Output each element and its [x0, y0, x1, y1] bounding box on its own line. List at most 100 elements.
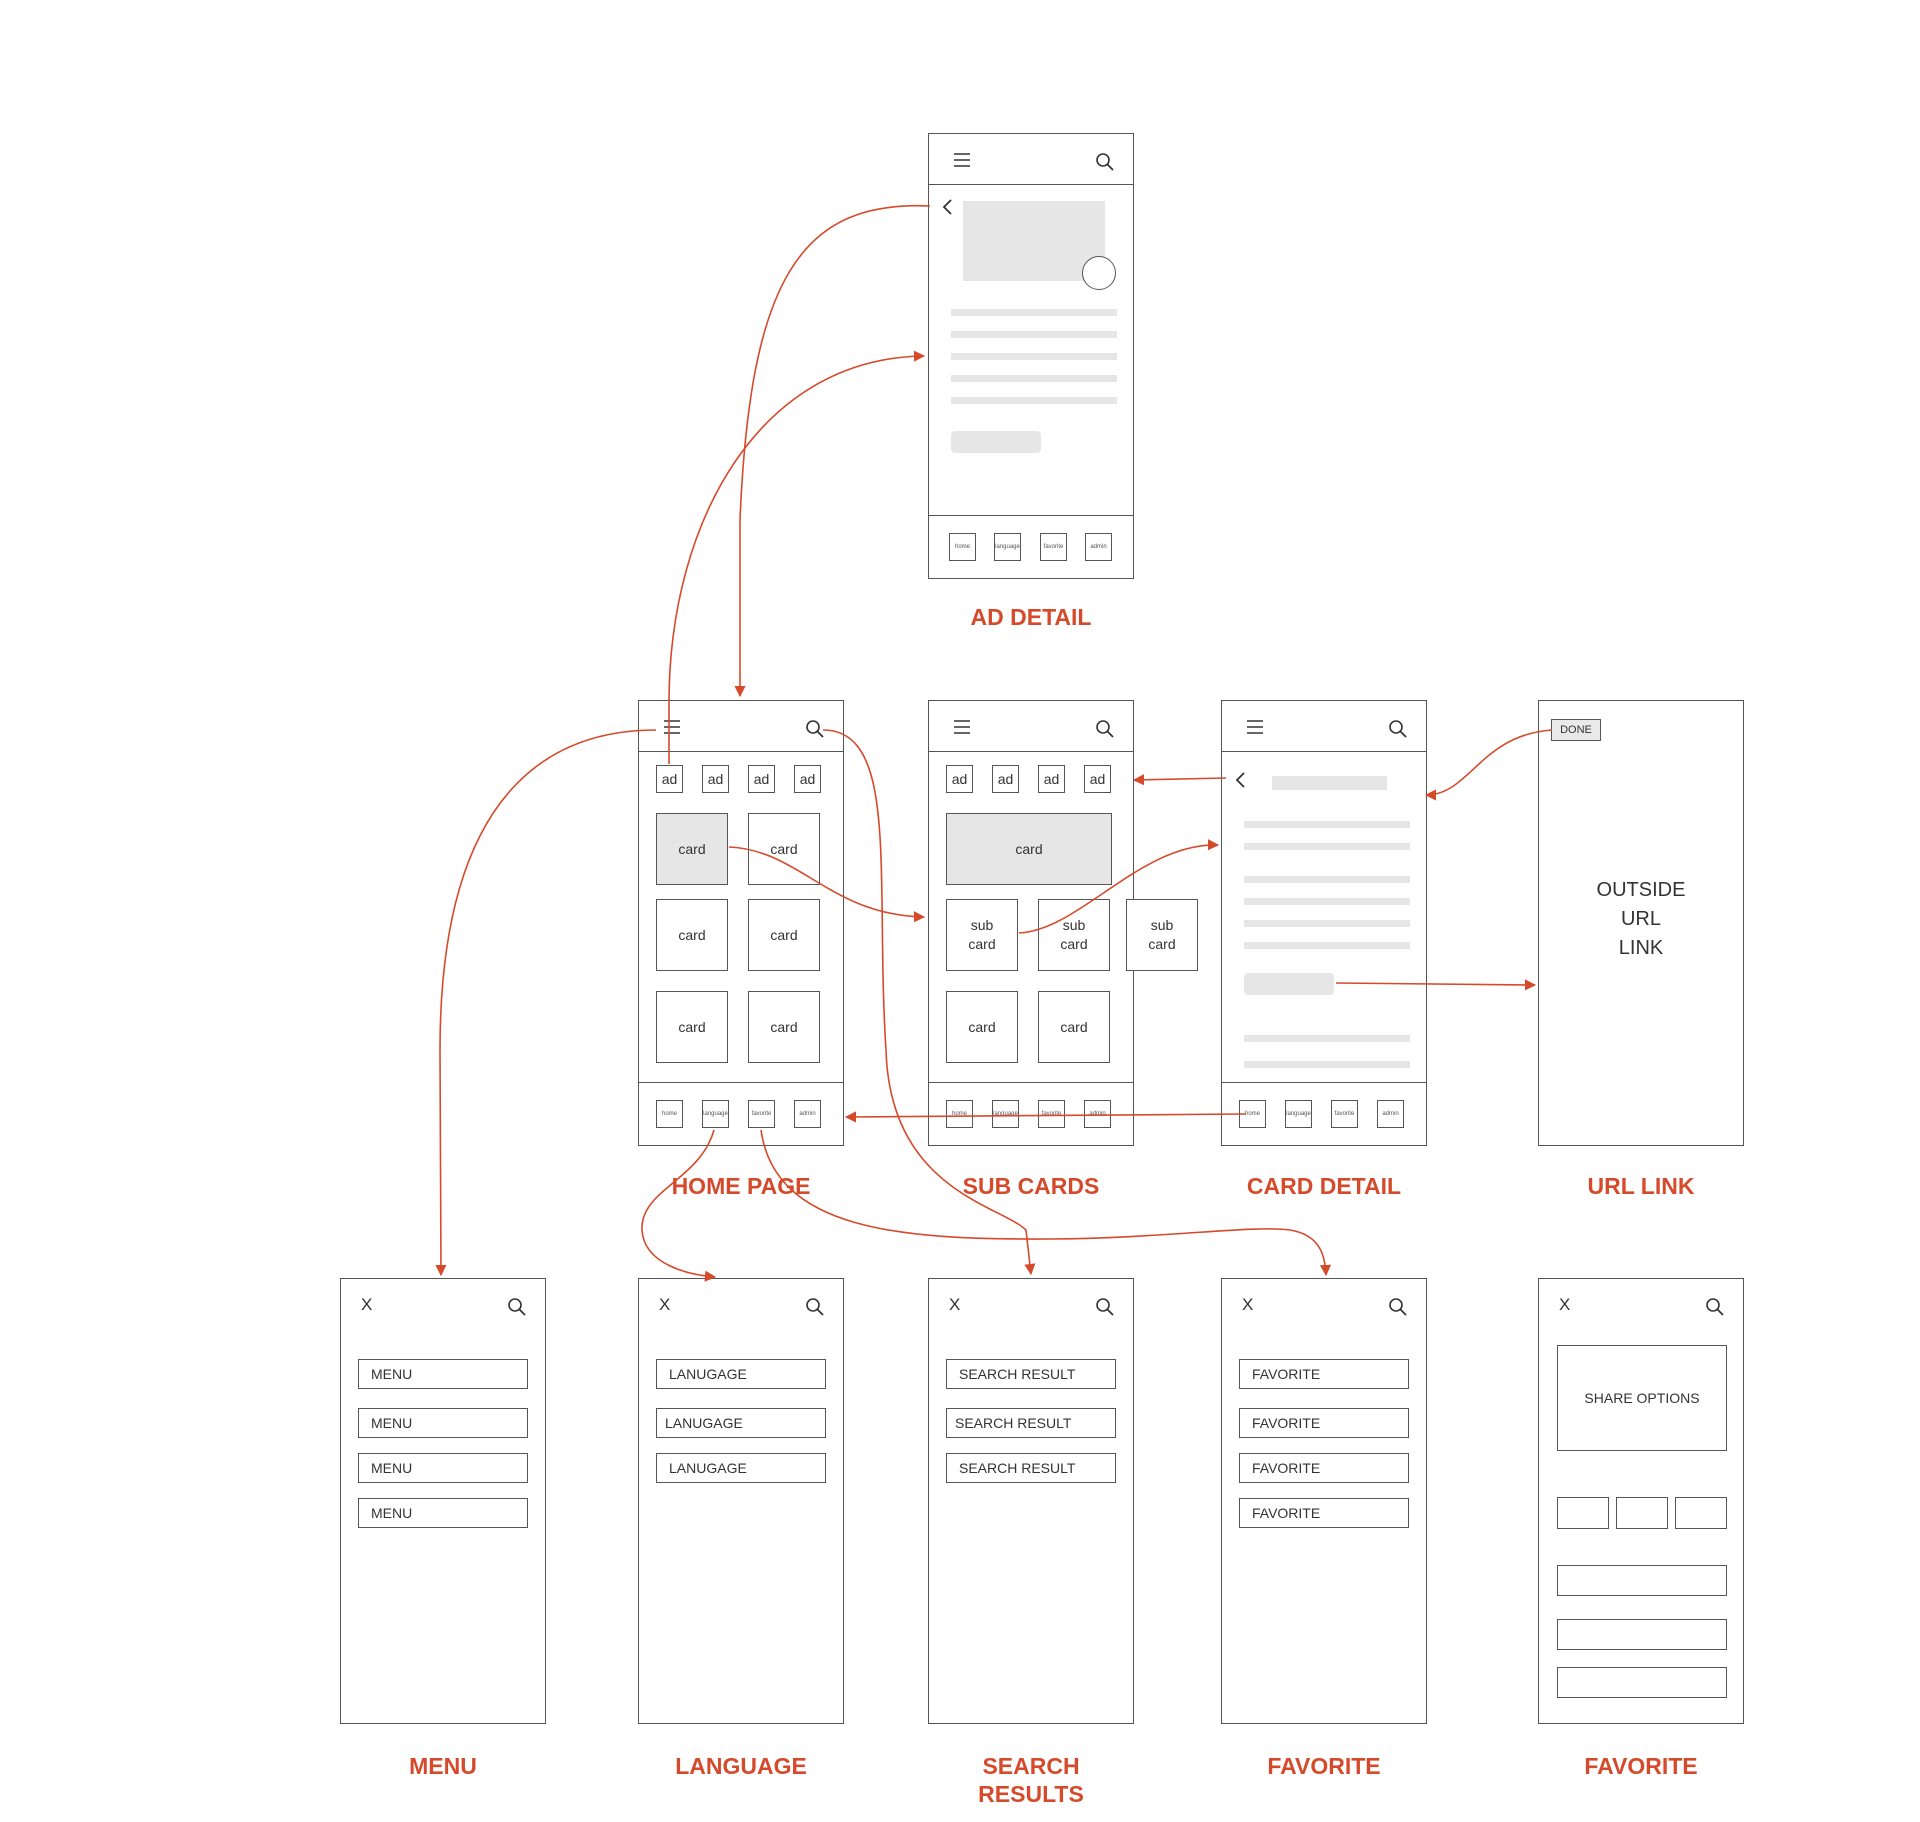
ad-detail-screen: home language favorite admin [928, 133, 1134, 579]
menu-item[interactable]: MENU [358, 1359, 528, 1389]
bottom-nav: home language favorite admin [639, 1082, 843, 1145]
share-options-panel[interactable]: SHARE OPTIONS [1557, 1345, 1727, 1451]
text-line [1244, 920, 1410, 927]
ad-button[interactable]: ad [1084, 765, 1111, 793]
sub-card[interactable]: sub card [1038, 899, 1110, 971]
close-icon[interactable]: X [361, 1295, 373, 1314]
nav-language-button[interactable]: language [1285, 1100, 1312, 1128]
close-icon[interactable]: X [949, 1295, 961, 1314]
text-line [951, 309, 1117, 316]
ad-button[interactable]: ad [992, 765, 1019, 793]
card[interactable]: card [656, 813, 728, 885]
nav-admin-button[interactable]: admin [794, 1100, 821, 1128]
nav-favorite-button[interactable]: favorite [1038, 1100, 1065, 1128]
label-url-link: URL LINK [1587, 1173, 1695, 1199]
share-field[interactable] [1557, 1565, 1727, 1596]
search-results-screen: X SEARCH RESULT SEARCH RESULT SEARCH RES… [928, 1278, 1134, 1724]
text-line [1244, 1061, 1410, 1068]
search-result-item[interactable]: SEARCH RESULT [946, 1359, 1116, 1389]
arrow-card-detail-back-to-sub-cards [1132, 774, 1227, 786]
search-icon[interactable] [507, 1297, 527, 1317]
share-option-button[interactable] [1557, 1497, 1609, 1529]
search-icon[interactable] [1705, 1297, 1725, 1317]
close-icon[interactable]: X [1559, 1295, 1571, 1314]
search-icon[interactable] [1388, 719, 1408, 739]
search-icon[interactable] [1095, 719, 1115, 739]
nav-admin-button[interactable]: admin [1084, 1100, 1111, 1128]
nav-home-button[interactable]: home [946, 1100, 973, 1128]
done-button[interactable]: DONE [1551, 719, 1601, 741]
card[interactable]: card [748, 991, 820, 1063]
nav-admin-button[interactable]: admin [1085, 533, 1112, 561]
card[interactable]: card [748, 813, 820, 885]
search-result-item[interactable]: SEARCH RESULT [946, 1453, 1116, 1483]
nav-language-button[interactable]: language [992, 1100, 1019, 1128]
link-button-placeholder[interactable] [1244, 973, 1334, 995]
hamburger-icon[interactable] [1244, 719, 1266, 735]
search-result-item[interactable]: SEARCH RESULT [946, 1408, 1116, 1438]
search-icon[interactable] [1095, 152, 1115, 172]
label-language: LANGUAGE [675, 1753, 807, 1779]
card[interactable]: card [946, 813, 1112, 885]
back-chevron-icon[interactable] [1234, 771, 1248, 789]
nav-favorite-button[interactable]: favorite [1331, 1100, 1358, 1128]
menu-item[interactable]: MENU [358, 1453, 528, 1483]
ad-button[interactable]: ad [748, 765, 775, 793]
card[interactable]: card [656, 991, 728, 1063]
language-item[interactable]: LANUGAGE [656, 1408, 826, 1438]
cta-button-placeholder[interactable] [951, 431, 1041, 453]
card[interactable]: card [656, 899, 728, 971]
hamburger-icon[interactable] [951, 719, 973, 735]
share-option-button[interactable] [1616, 1497, 1668, 1529]
search-icon[interactable] [805, 1297, 825, 1317]
nav-home-button[interactable]: home [656, 1100, 683, 1128]
ad-button[interactable]: ad [1038, 765, 1065, 793]
top-bar [1222, 701, 1426, 752]
ad-button[interactable]: ad [702, 765, 729, 793]
nav-favorite-button[interactable]: favorite [1040, 533, 1067, 561]
language-item[interactable]: LANUGAGE [656, 1453, 826, 1483]
ad-button[interactable]: ad [656, 765, 683, 793]
back-chevron-icon[interactable] [941, 198, 955, 216]
arrow-home-favorite-to-favorite [760, 1129, 1332, 1277]
search-icon[interactable] [805, 719, 825, 739]
outside-url-text: OUTSIDE URL LINK [1596, 879, 1686, 959]
sub-card[interactable]: sub card [1126, 899, 1198, 971]
ad-button[interactable]: ad [946, 765, 973, 793]
menu-item[interactable]: MENU [358, 1498, 528, 1528]
nav-language-button[interactable]: language [702, 1100, 729, 1128]
sub-cards-screen: ad ad ad ad card sub card sub card sub c… [928, 700, 1198, 1146]
nav-favorite-button[interactable]: favorite [748, 1100, 775, 1128]
nav-home-button[interactable]: home [1239, 1100, 1266, 1128]
card[interactable]: card [946, 991, 1018, 1063]
action-circle-button[interactable] [1082, 256, 1116, 290]
search-icon[interactable] [1388, 1297, 1408, 1317]
favorite-item[interactable]: FAVORITE [1239, 1408, 1409, 1438]
language-item[interactable]: LANUGAGE [656, 1359, 826, 1389]
close-icon[interactable]: X [659, 1295, 671, 1314]
hamburger-icon[interactable] [661, 719, 683, 735]
card[interactable]: card [1038, 991, 1110, 1063]
favorite-item[interactable]: FAVORITE [1239, 1359, 1409, 1389]
nav-language-button[interactable]: language [994, 533, 1021, 561]
text-line [951, 397, 1117, 404]
share-field[interactable] [1557, 1619, 1727, 1650]
share-field[interactable] [1557, 1667, 1727, 1698]
card[interactable]: card [748, 899, 820, 971]
hamburger-icon[interactable] [951, 152, 973, 168]
share-option-button[interactable] [1675, 1497, 1727, 1529]
menu-item[interactable]: MENU [358, 1408, 528, 1438]
favorite-item[interactable]: FAVORITE [1239, 1498, 1409, 1528]
label-sub-cards: SUB CARDS [962, 1173, 1100, 1199]
search-icon[interactable] [1095, 1297, 1115, 1317]
sub-card[interactable]: sub card [946, 899, 1018, 971]
nav-home-button[interactable]: home [949, 533, 976, 561]
bottom-nav: home language favorite admin [1222, 1082, 1426, 1145]
ad-image-placeholder [963, 201, 1105, 281]
ad-button[interactable]: ad [794, 765, 821, 793]
nav-admin-button[interactable]: admin [1377, 1100, 1404, 1128]
favorite-item[interactable]: FAVORITE [1239, 1453, 1409, 1483]
arrow-home-language-to-language [641, 1129, 717, 1282]
close-icon[interactable]: X [1242, 1295, 1254, 1314]
